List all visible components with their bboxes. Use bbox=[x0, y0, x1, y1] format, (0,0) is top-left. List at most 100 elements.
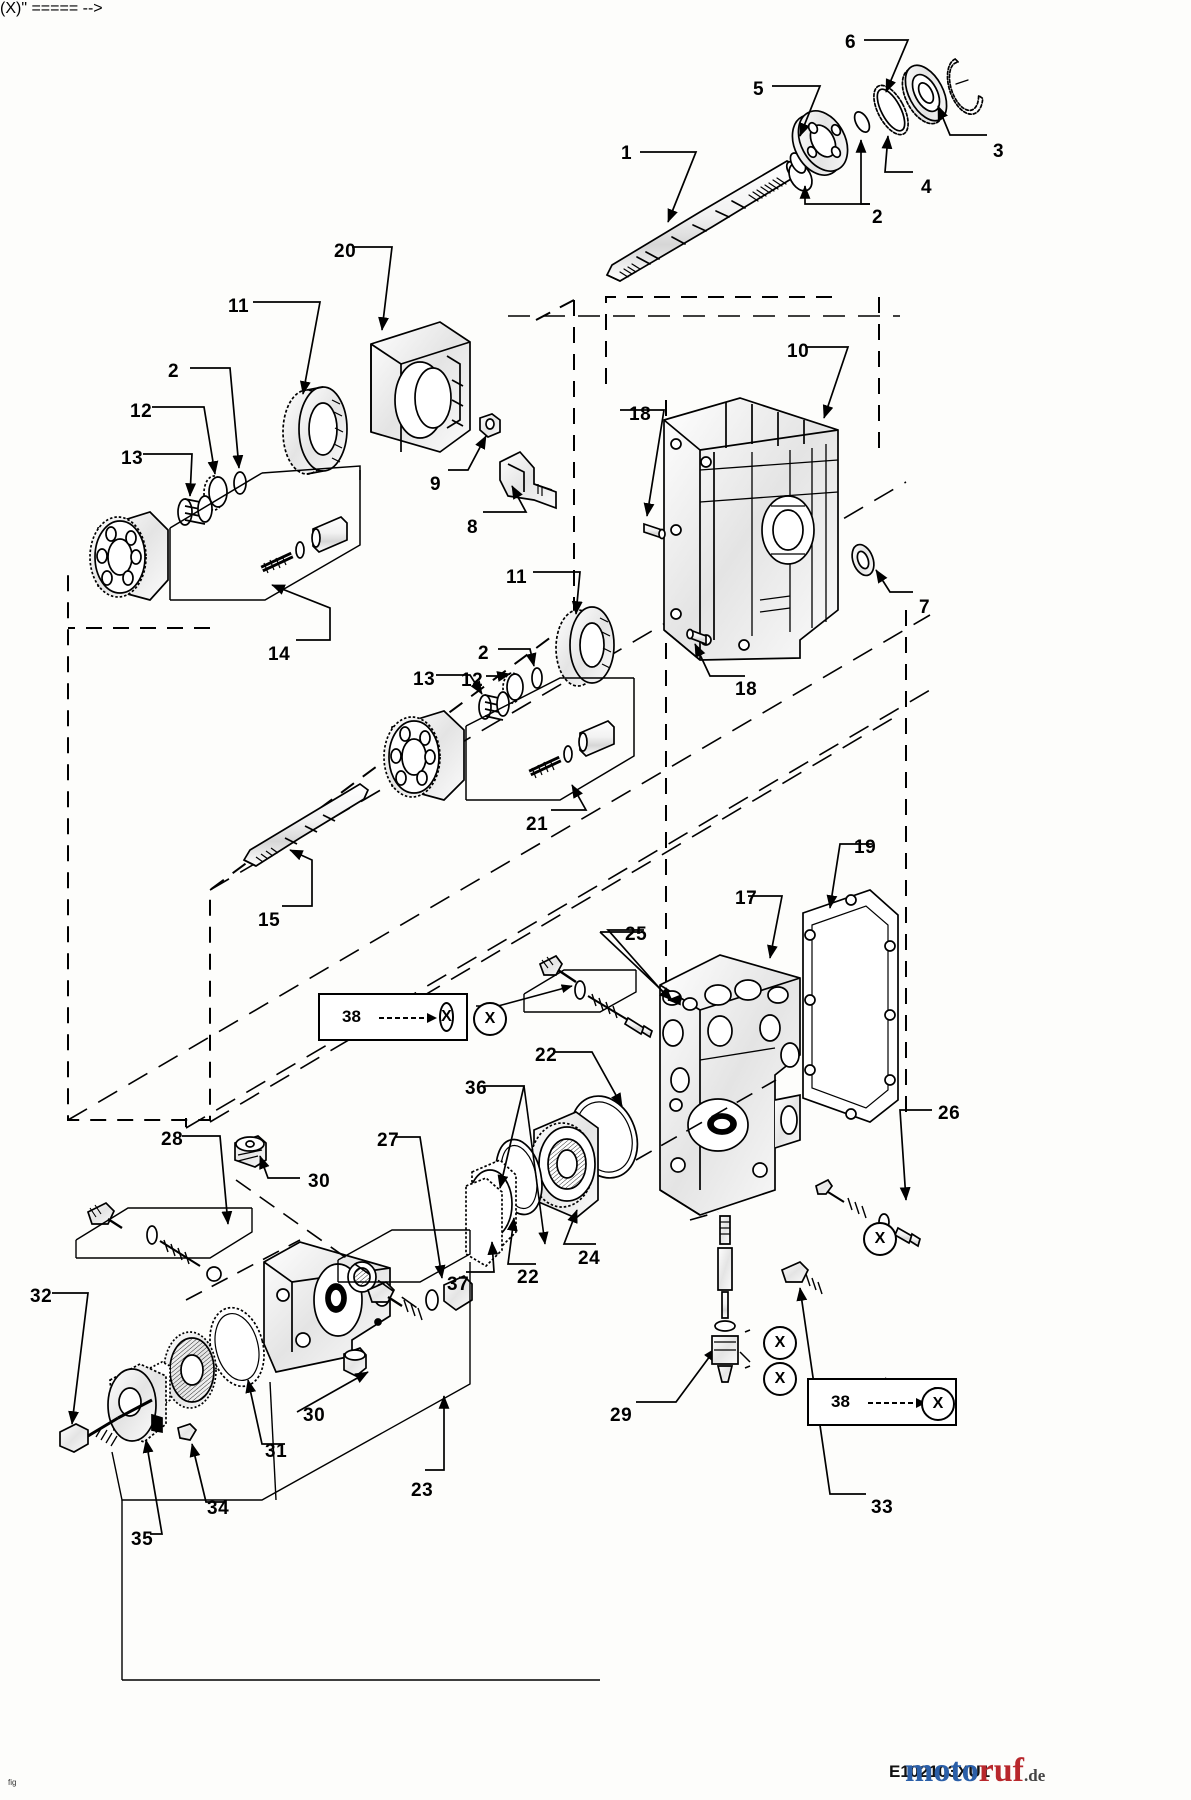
callout-14: 14 bbox=[268, 644, 291, 665]
callout-22a: 22 bbox=[535, 1045, 558, 1066]
pump-cover-part-36 bbox=[465, 1177, 503, 1268]
retaining-ring-part-2b bbox=[853, 111, 871, 133]
callout-6: 6 bbox=[845, 32, 857, 53]
callout-5: 5 bbox=[753, 79, 765, 100]
callout-37: 37 bbox=[447, 1274, 470, 1295]
leader-36b bbox=[523, 1085, 549, 1245]
valve-rod-set-14 bbox=[260, 515, 348, 574]
swash-plate-bearing-part-11a bbox=[282, 386, 348, 475]
callout-34: 34 bbox=[207, 1498, 230, 1519]
spring-part-13a bbox=[177, 495, 213, 526]
leader-11b bbox=[533, 571, 583, 615]
leader-3 bbox=[937, 105, 987, 136]
plug-part-30a bbox=[234, 1135, 267, 1168]
note-box-number-bottom: 38 bbox=[831, 1392, 850, 1411]
leader-26 bbox=[899, 1109, 932, 1201]
leader-4 bbox=[881, 135, 913, 173]
leader-12b bbox=[486, 671, 511, 682]
control-lever-part-8 bbox=[499, 450, 557, 510]
leaders-group-1 bbox=[640, 39, 987, 223]
leader-22b bbox=[506, 1217, 536, 1265]
leader-33 bbox=[796, 1287, 866, 1495]
callout-15: 15 bbox=[258, 910, 281, 931]
bypass-valve-part-25 bbox=[523, 954, 654, 1039]
retaining-ring-part-2d bbox=[531, 667, 543, 689]
dowel-pin-part-18a bbox=[643, 522, 666, 540]
callout-11b: 11 bbox=[506, 567, 528, 588]
callout-2b: 2 bbox=[168, 361, 180, 382]
valve-block-part-17 bbox=[659, 954, 801, 1216]
leader-18a bbox=[620, 409, 665, 517]
plug-part-30b bbox=[343, 1346, 367, 1378]
leader-24 bbox=[562, 1209, 596, 1245]
seal-ring-part-6 bbox=[901, 64, 948, 125]
callout-35: 35 bbox=[131, 1529, 154, 1550]
callout-23: 23 bbox=[411, 1480, 434, 1501]
ball-bearing-part-5 bbox=[791, 110, 849, 176]
leaders-charge-pump bbox=[52, 1135, 866, 1535]
callout-2c: 2 bbox=[478, 643, 490, 664]
leader-30b bbox=[296, 1371, 369, 1413]
pulley-part-35 bbox=[107, 1363, 167, 1443]
leader-31 bbox=[245, 1379, 285, 1445]
leader-2a bbox=[799, 185, 870, 205]
note-box-x-top: X bbox=[438, 1002, 454, 1032]
leader-23 bbox=[425, 1395, 450, 1471]
oil-seal-part-7 bbox=[851, 543, 875, 577]
callout-25: 25 bbox=[625, 924, 648, 945]
callout-8: 8 bbox=[467, 517, 479, 538]
group-pump-assembly-14 bbox=[89, 321, 471, 601]
callout-20: 20 bbox=[334, 241, 357, 262]
callout-11a: 11 bbox=[228, 296, 250, 317]
leader-22a bbox=[553, 1051, 623, 1107]
leader-12a bbox=[152, 406, 219, 475]
group-housing-10 bbox=[479, 397, 875, 661]
watermark-motoruf: motoruf.de bbox=[905, 1752, 1045, 1790]
transmission-housing-part-10 bbox=[663, 397, 839, 661]
callout-3: 3 bbox=[993, 141, 1005, 162]
cylinder-block-part-21 bbox=[383, 710, 465, 801]
bracket-23 bbox=[111, 1262, 471, 1501]
callout-22b: 22 bbox=[517, 1267, 540, 1288]
ring-pack-31 bbox=[149, 1306, 265, 1410]
callout-12b: 12 bbox=[461, 670, 484, 691]
callout-36: 36 bbox=[465, 1078, 488, 1099]
hex-nut-part-9 bbox=[479, 413, 501, 438]
callout-17: 17 bbox=[735, 888, 758, 909]
output-shaft-part-15 bbox=[242, 782, 370, 867]
x-marker-1: X bbox=[473, 1002, 507, 1036]
callout-13a: 13 bbox=[121, 448, 144, 469]
callout-30b: 30 bbox=[303, 1405, 326, 1426]
leader-8 bbox=[483, 485, 528, 513]
leader-28 bbox=[182, 1135, 233, 1225]
key-part-34 bbox=[177, 1423, 198, 1441]
leader-15 bbox=[282, 849, 313, 907]
leader-1 bbox=[640, 151, 698, 223]
leader-32 bbox=[52, 1292, 89, 1425]
watermark-tld: .de bbox=[1023, 1766, 1046, 1785]
callout-27: 27 bbox=[377, 1130, 400, 1151]
leader-10 bbox=[806, 346, 850, 419]
x-marker-5: X bbox=[921, 1387, 955, 1421]
set-screw-part-33 bbox=[780, 1260, 823, 1295]
bearing-block-part-20 bbox=[370, 321, 471, 453]
callout-9: 9 bbox=[430, 474, 442, 495]
leader-2c bbox=[190, 367, 244, 469]
callout-7: 7 bbox=[919, 597, 931, 618]
gerotor-set-part-24 bbox=[529, 1111, 599, 1219]
leader-19 bbox=[826, 843, 872, 909]
leader-21 bbox=[551, 784, 588, 811]
callout-18b: 18 bbox=[735, 679, 758, 700]
callout-24: 24 bbox=[578, 1248, 601, 1269]
bolt-part-32 bbox=[59, 1398, 153, 1453]
swash-plate-bearing-part-11b bbox=[555, 606, 615, 687]
assembly-bounds-dashed bbox=[67, 296, 907, 1127]
callout-32: 32 bbox=[30, 1286, 53, 1307]
leader-9 bbox=[448, 435, 487, 471]
leader-17 bbox=[748, 895, 784, 959]
cover-gasket-part-19 bbox=[802, 889, 899, 1123]
watermark-suffix: ruf bbox=[978, 1752, 1024, 1789]
callout-21: 21 bbox=[526, 814, 549, 835]
